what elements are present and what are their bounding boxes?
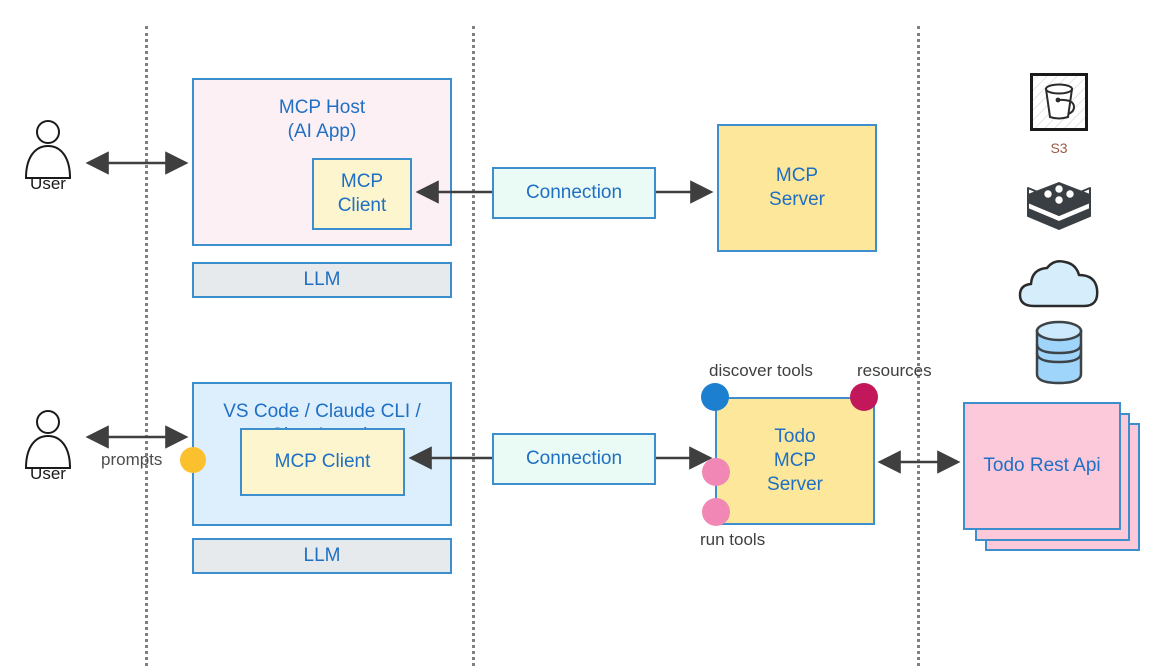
connection-label-bottom: Connection (525, 448, 623, 470)
discover-tools-port-dot[interactable] (701, 383, 729, 411)
layers-stack-icon (1024, 182, 1094, 244)
prompts-label: prompts (101, 450, 163, 469)
run-tools-port-dot-upper[interactable] (702, 458, 730, 486)
mcp-client-box-bottom[interactable]: MCP Client (240, 428, 405, 496)
llm-box-bottom[interactable]: LLM (192, 538, 452, 574)
connection-box-top[interactable]: Connection (492, 167, 656, 219)
mcp-client-label-bottom: MCP Client (274, 451, 371, 473)
lane-divider-client (145, 26, 148, 666)
resources-port-dot[interactable] (850, 383, 878, 411)
database-cylinder-icon (1033, 320, 1085, 386)
mcp-client-box-top[interactable]: MCP Client (312, 158, 412, 230)
todo-mcp-server-label: Todo MCP Server (767, 426, 823, 495)
mcp-host-label: MCP Host (AI App) (278, 97, 366, 142)
todo-rest-api-label: Todo Rest Api (983, 455, 1101, 477)
mcp-server-label: MCP Server (769, 165, 825, 210)
todo-rest-api-box[interactable]: Todo Rest Api (963, 402, 1121, 530)
llm-box-top[interactable]: LLM (192, 262, 452, 298)
run-tools-label: run tools (700, 530, 766, 549)
actor-user-bottom-label: User (30, 464, 66, 483)
llm-label-top: LLM (303, 269, 341, 291)
resources-label: resources (857, 361, 932, 380)
connection-label-top: Connection (525, 182, 623, 204)
prompts-port-dot[interactable] (180, 447, 206, 473)
lane-divider-server (917, 26, 920, 666)
run-tools-port-dot-lower[interactable] (702, 498, 730, 526)
user-figure-icon (24, 410, 72, 469)
s3-bucket-icon (1030, 73, 1088, 131)
actor-user-top: User (18, 118, 78, 198)
s3-label: S3 (1050, 140, 1068, 156)
mcp-server-box[interactable]: MCP Server (717, 124, 877, 252)
cloud-icon (1016, 256, 1102, 310)
actor-user-top-label: User (30, 174, 66, 193)
actor-user-bottom: User (18, 408, 78, 488)
connection-box-bottom[interactable]: Connection (492, 433, 656, 485)
todo-mcp-server-box[interactable]: Todo MCP Server (715, 397, 875, 525)
lane-divider-connection (472, 26, 475, 666)
user-figure-icon (24, 120, 72, 179)
mcp-client-label-top: MCP Client (337, 171, 387, 216)
discover-tools-label: discover tools (709, 361, 813, 380)
llm-label-bottom: LLM (303, 545, 341, 567)
